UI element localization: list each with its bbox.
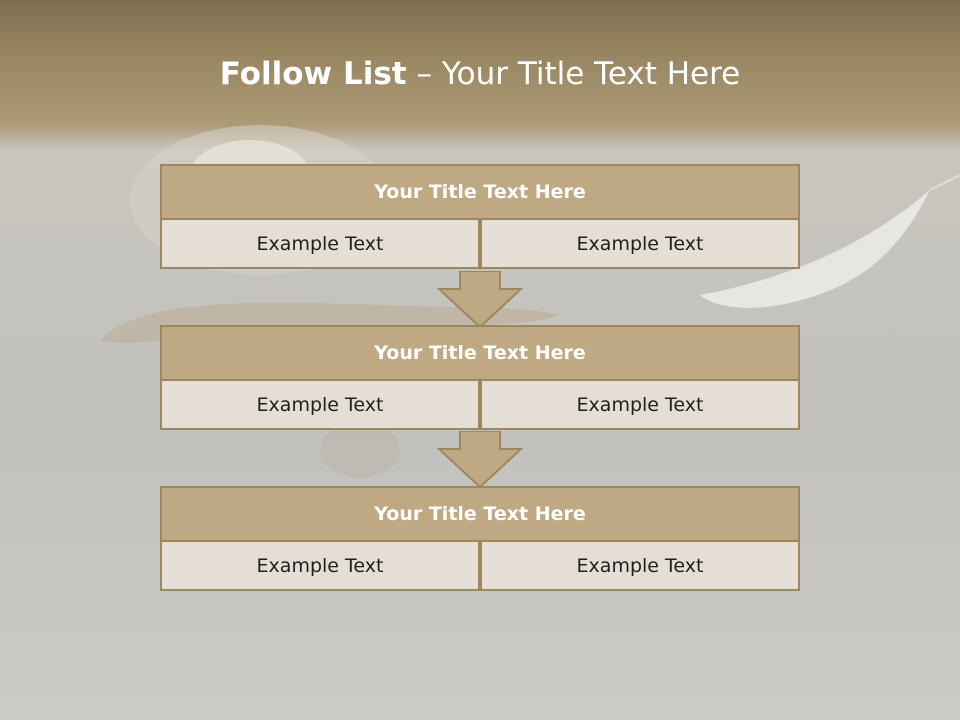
block-cell-right: Example Text <box>480 542 800 591</box>
slide-title-light: – Your Title Text Here <box>416 56 741 92</box>
block-title: Your Title Text Here <box>160 486 800 542</box>
block-title: Your Title Text Here <box>160 164 800 220</box>
down-arrow-icon <box>437 271 523 329</box>
block-row: Example Text Example Text <box>160 542 800 591</box>
slide-title: Follow List – Your Title Text Here <box>0 56 960 92</box>
block-cell-left: Example Text <box>160 381 480 430</box>
block-row: Example Text Example Text <box>160 220 800 269</box>
block-cell-left: Example Text <box>160 220 480 269</box>
block-row: Example Text Example Text <box>160 381 800 430</box>
slide-title-bold: Follow List <box>219 56 407 92</box>
list-block-3: Your Title Text Here Example Text Exampl… <box>160 486 800 591</box>
down-arrow-icon <box>437 431 523 489</box>
block-cell-left: Example Text <box>160 542 480 591</box>
block-cell-right: Example Text <box>480 381 800 430</box>
block-title: Your Title Text Here <box>160 325 800 381</box>
list-block-2: Your Title Text Here Example Text Exampl… <box>160 325 800 430</box>
list-block-1: Your Title Text Here Example Text Exampl… <box>160 164 800 269</box>
block-cell-right: Example Text <box>480 220 800 269</box>
